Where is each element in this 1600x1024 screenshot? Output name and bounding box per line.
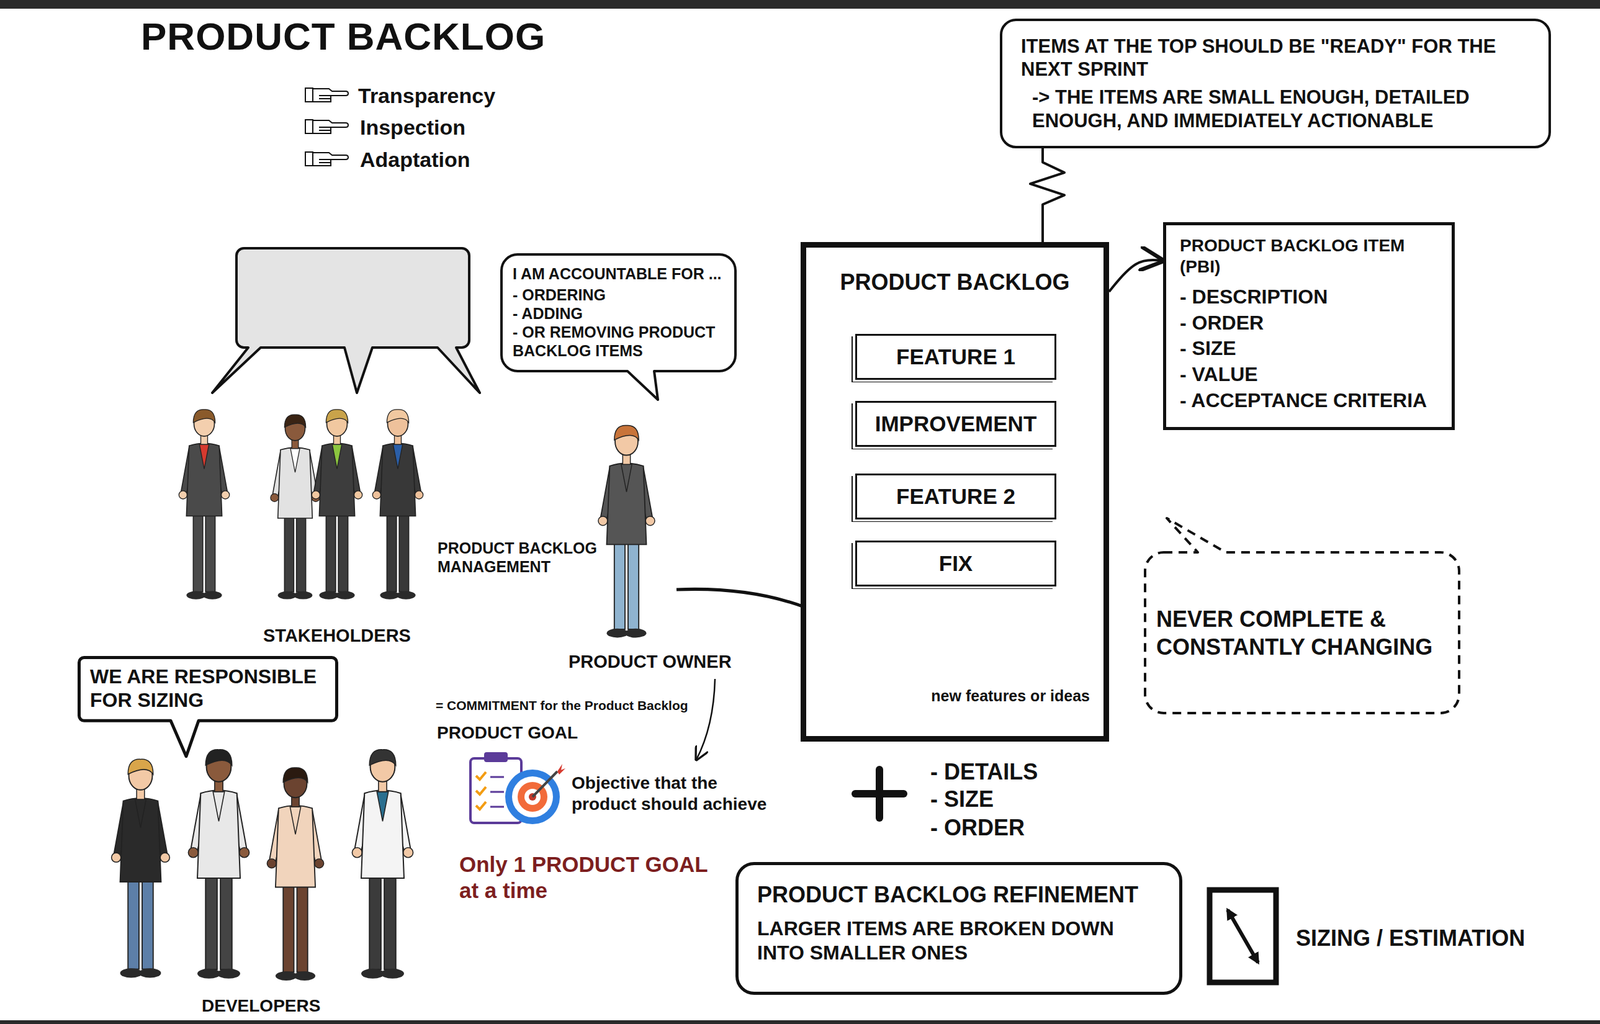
thought-bubble: NEVER COMPLETE & CONSTANTLY CHANGING <box>1143 551 1461 715</box>
label-text: Only 1 PRODUCT GOAL at a time <box>459 851 720 904</box>
node-text: - ADDING <box>512 304 725 323</box>
sizing-icon <box>1209 889 1277 983</box>
pointing-hands <box>305 88 349 166</box>
stakeholder-bubble <box>212 248 480 393</box>
bubble-shape <box>501 254 736 400</box>
connector-arrow <box>1030 148 1065 243</box>
node-text: FEATURE 1 <box>896 343 1016 370</box>
plus-sign <box>855 769 904 818</box>
callout-box: ITEMS AT THE TOP SHOULD BE "READY" FOR T… <box>999 18 1551 149</box>
node-text: FIX <box>939 550 973 577</box>
backlog-item: FEATURE 2 <box>855 473 1057 520</box>
refinement-box: PRODUCT BACKLOG REFINEMENT LARGER ITEMS A… <box>735 862 1183 995</box>
node-text: FEATURE 2 <box>896 483 1016 510</box>
label-text: DEVELOPERS <box>201 995 321 1017</box>
connector-arrow <box>1109 260 1162 292</box>
product-owner-figure <box>598 425 655 639</box>
speech-bubble: I AM ACCOUNTABLE FOR ...- ORDERING- ADDI… <box>500 253 737 373</box>
node-text: PRODUCT BACKLOG ITEM (PBI) <box>1179 235 1439 277</box>
backlog-box: PRODUCT BACKLOG new features or ideas FEAT… <box>800 242 1110 742</box>
node-text: I AM ACCOUNTABLE FOR ... <box>512 264 725 284</box>
developer-figures <box>111 749 414 981</box>
pbi-box: PRODUCT BACKLOG ITEM (PBI)- DESCRIPTION-… <box>1163 222 1455 431</box>
node-text: PRODUCT BACKLOG <box>812 268 1098 296</box>
node-text: - VALUE <box>1179 361 1439 388</box>
label-text: PRODUCT OWNER <box>568 651 732 673</box>
stakeholder-figures <box>178 409 423 600</box>
bubble-outline <box>1143 551 1461 715</box>
speech-bubble: WE ARE RESPONSIBLE FOR SIZING <box>77 656 339 723</box>
node-text: NEVER COMPLETE & CONSTANTLY CHANGING <box>1156 605 1448 661</box>
goal-icon <box>470 752 566 825</box>
node-text: IMPROVEMENT <box>875 410 1038 437</box>
node-text: -> THE ITEMS ARE SMALL ENOUGH, DETAILED … <box>1020 85 1530 132</box>
label-text: - ORDER <box>930 814 1025 841</box>
node-text: - OR REMOVING PRODUCT BACKLOG ITEMS <box>512 322 725 360</box>
backlog-item: FEATURE 1 <box>855 333 1057 380</box>
node-text: new features or ideas <box>930 686 1090 706</box>
node-text: - ORDERING <box>512 285 725 305</box>
backlog-item: IMPROVEMENT <box>855 400 1057 447</box>
label-text: SIZING / ESTIMATION <box>1295 924 1525 952</box>
bubble-shape <box>1145 518 1460 714</box>
node-text: - DESCRIPTION <box>1179 284 1439 311</box>
node-text: WE ARE RESPONSIBLE FOR SIZING <box>89 664 326 713</box>
node-text: - ACCEPTANCE CRITERIA <box>1179 387 1439 414</box>
label-text: - DETAILS <box>930 758 1038 786</box>
node-text: LARGER ITEMS ARE BROKEN DOWN INTO SMALLE… <box>757 916 1161 965</box>
label-text: PRODUCT GOAL <box>436 722 578 744</box>
node-text: PRODUCT BACKLOG REFINEMENT <box>757 881 1161 908</box>
label-text: Transparency <box>358 83 496 109</box>
title-text: PRODUCT BACKLOG <box>140 13 546 60</box>
label-text: PRODUCT BACKLOG MANAGEMENT <box>437 538 606 576</box>
top-bar <box>0 0 1600 9</box>
node-text: - SIZE <box>1179 335 1439 362</box>
label-text: - SIZE <box>930 785 994 813</box>
owner-to-goal-arrow <box>696 678 715 760</box>
label-text: STAKEHOLDERS <box>263 624 411 647</box>
label-text: Inspection <box>359 114 466 141</box>
backlog-item: FIX <box>855 540 1057 587</box>
node-text: - ORDER <box>1179 310 1439 337</box>
node-text: ITEMS AT THE TOP SHOULD BE "READY" FOR T… <box>1020 34 1530 81</box>
label-text: = COMMITMENT for the Product Backlog <box>435 697 689 714</box>
bubble-shape <box>79 657 338 757</box>
bottom-bar <box>0 1020 1600 1024</box>
label-text: Objective that the product should achiev… <box>571 772 777 815</box>
label-text: Adaptation <box>359 147 471 173</box>
